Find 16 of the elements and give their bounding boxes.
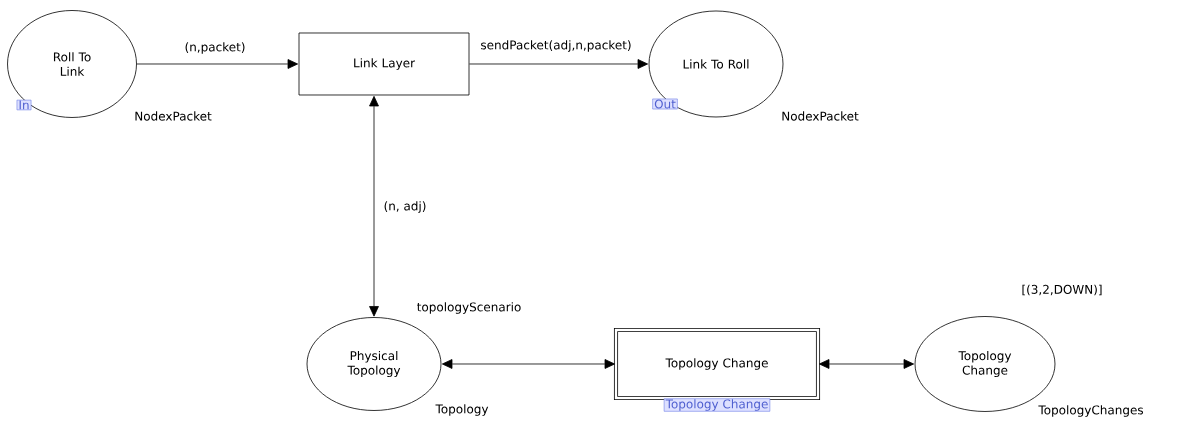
transition-box: Link Layer [298, 32, 470, 96]
port-tag: Out [652, 98, 678, 110]
arc-inscription: (n,packet) [185, 42, 245, 54]
port-tag: In [16, 99, 32, 111]
port-tag: Topology Change [663, 398, 771, 412]
arc-inscription: (n, adj) [384, 201, 426, 213]
colour-set-label: NodexPacket [782, 111, 859, 121]
arc-arrow [818, 359, 915, 369]
arc-inscription: sendPacket(adj,n,packet) [481, 40, 631, 52]
arc-arrow [369, 95, 379, 317]
arc-arrow [136, 59, 299, 69]
arc-arrow [441, 359, 616, 369]
arc-arrow [469, 59, 649, 69]
initial-marking-label: topologyScenario [417, 302, 521, 314]
initial-marking-label: [(3,2,DOWN)] [1022, 284, 1102, 296]
colour-set-label: NodexPacket [135, 111, 212, 121]
